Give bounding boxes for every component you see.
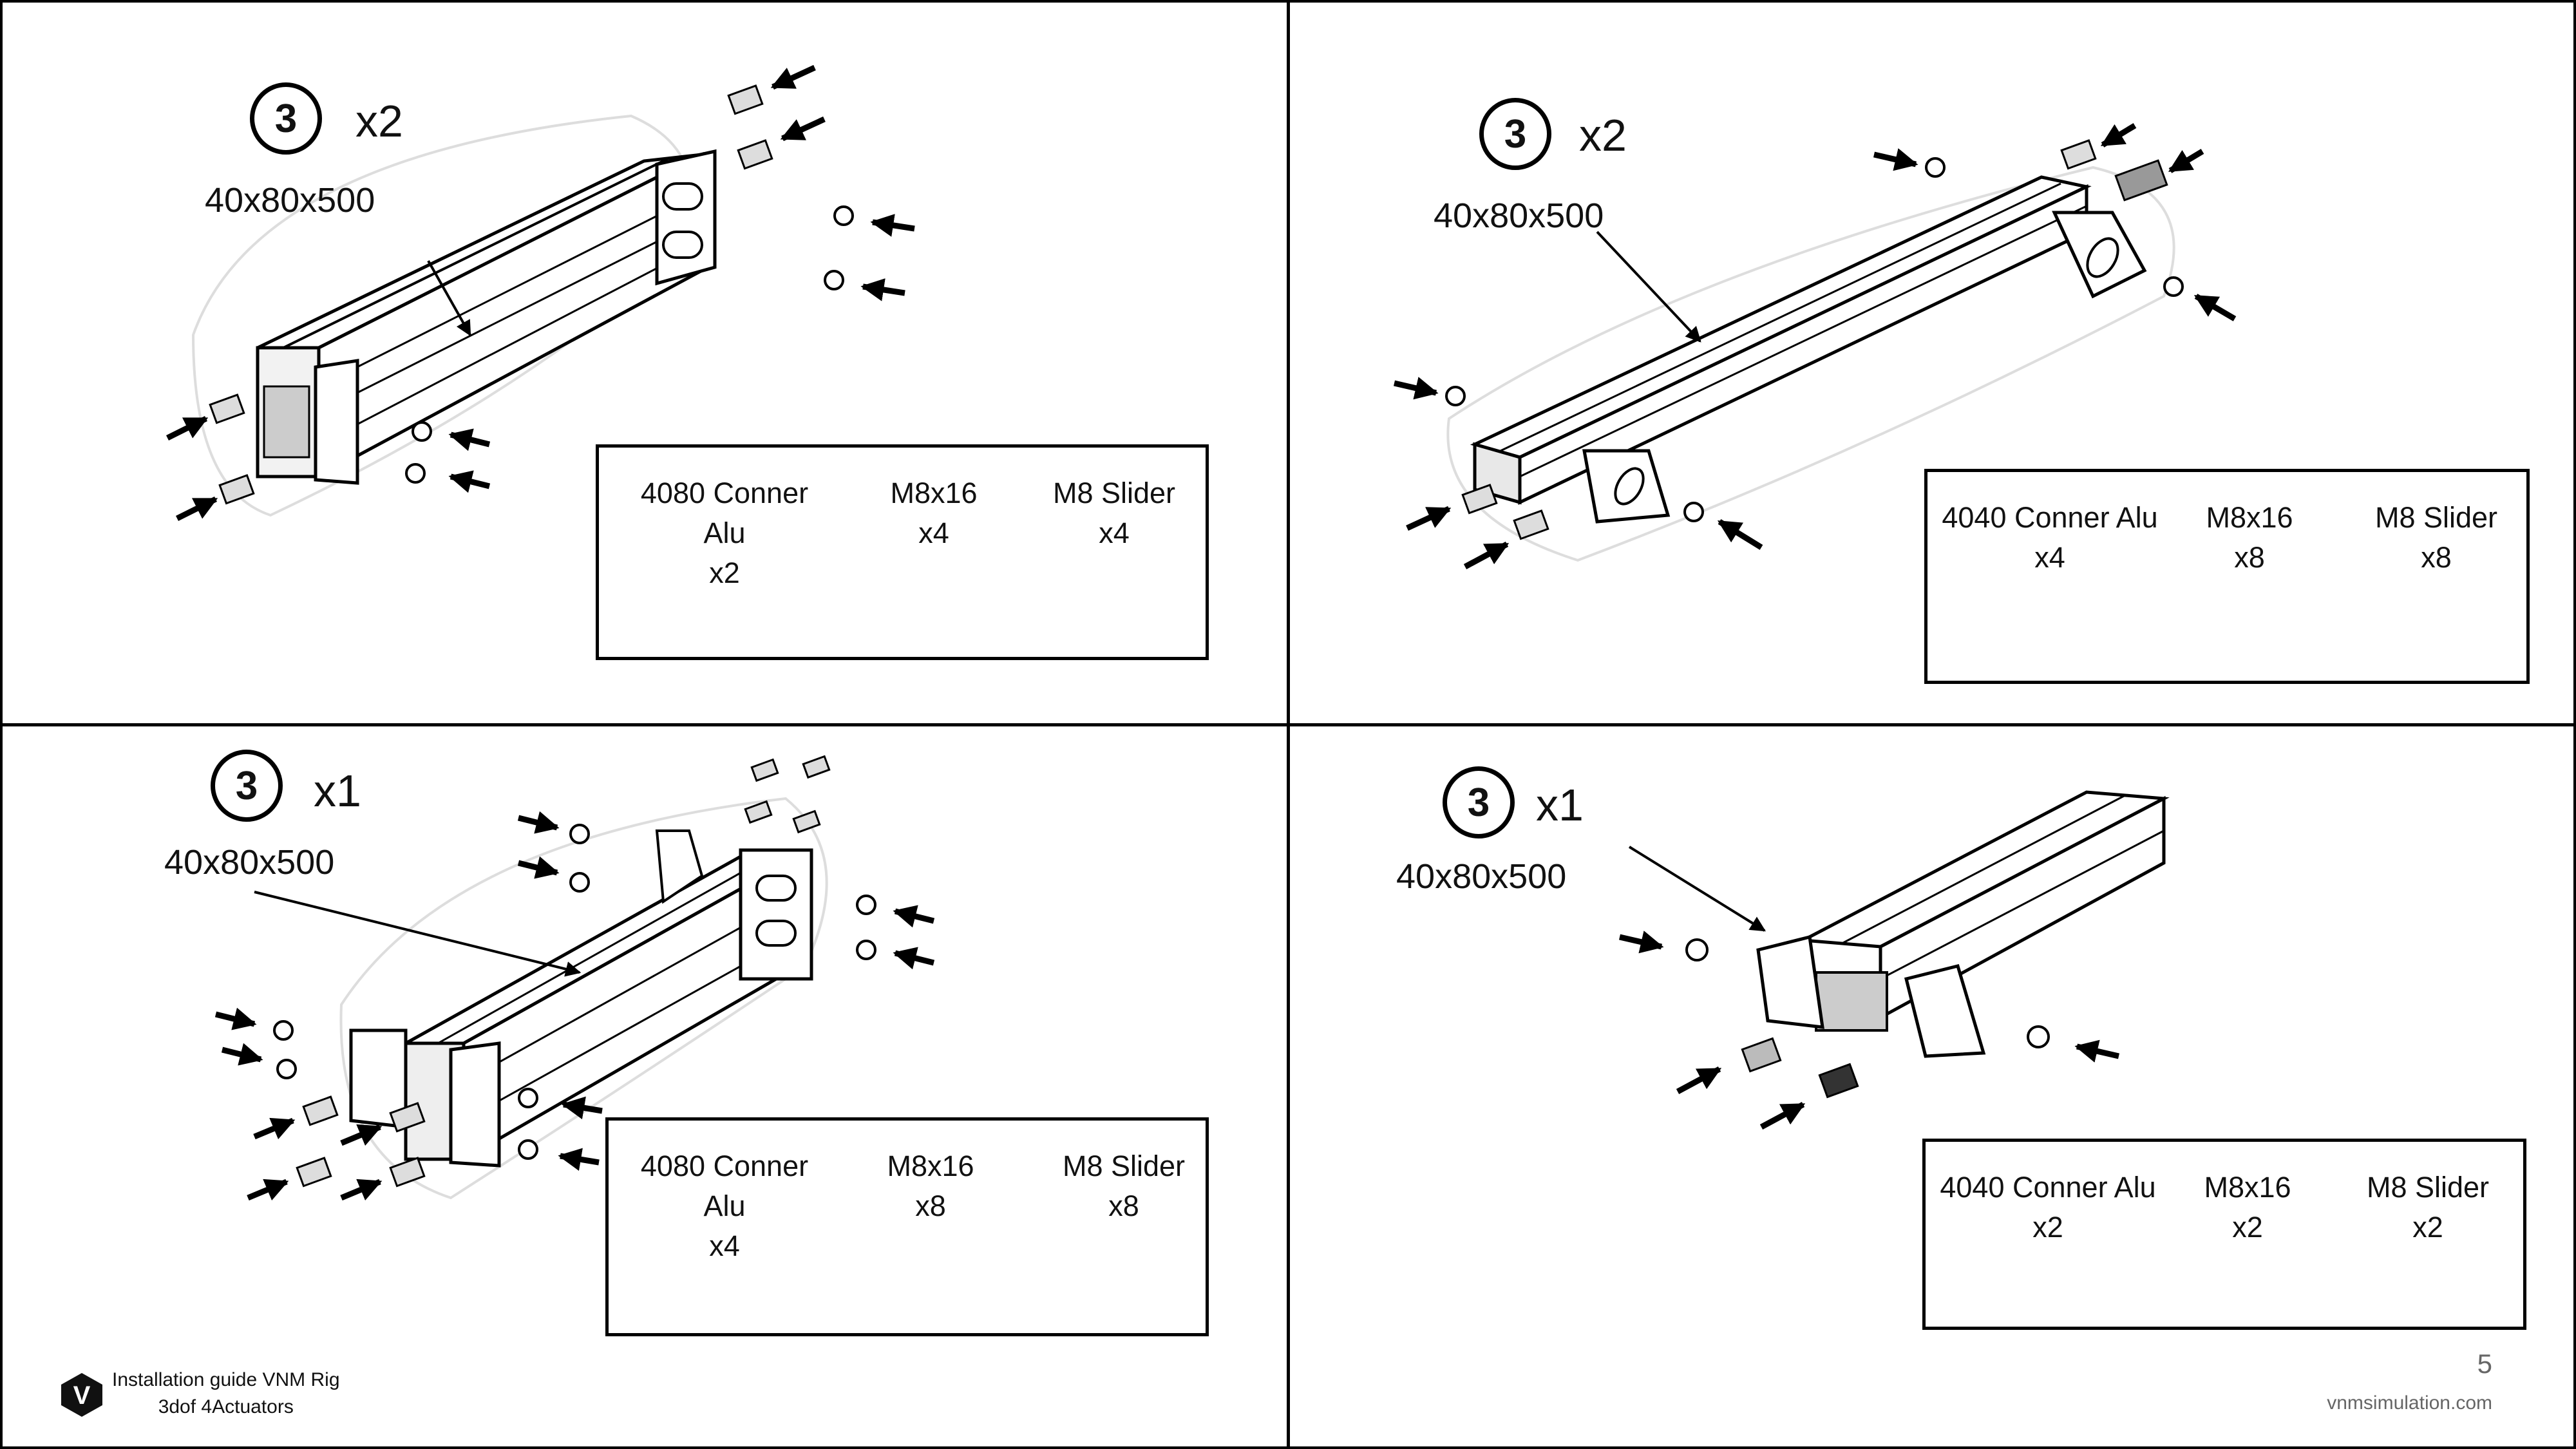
profile-dimension: 40x80x500 [1434, 196, 1604, 235]
part-corner-bracket: 4080 Conner Alu x4 [640, 1150, 809, 1262]
panel4-drawing [1618, 790, 2170, 1130]
step-number-badge: 3 [1443, 766, 1515, 838]
step-number-badge: 3 [1479, 98, 1551, 170]
part-corner-bracket: 4040 Conner Alu x2 [1940, 1171, 2156, 1244]
footer-line1: Installation guide VNM Rig [112, 1369, 340, 1390]
quantity-multiplier: x1 [1536, 780, 1584, 830]
profile-dimension: 40x80x500 [1396, 857, 1567, 896]
parts-list-box: 4040 Conner Alu x4 M8x16 x8 M8 Slider x8 [1924, 469, 2530, 684]
quantity-multiplier: x2 [355, 96, 403, 146]
parts-list-box: 4080 Conner Alu x4 M8x16 x8 M8 Slider x8 [605, 1117, 1209, 1336]
profile-dimension: 40x80x500 [205, 181, 375, 220]
part-slider: M8 Slider x2 [2366, 1171, 2490, 1244]
parts-list-box: 4080 Conner Alu x2 M8x16 x4 M8 Slider x4 [596, 444, 1209, 660]
panel3-drawing [214, 755, 935, 1201]
part-slider: M8 Slider x8 [2374, 501, 2498, 574]
part-corner-bracket: 4040 Conner Alu x4 [1942, 501, 2158, 574]
footer-line2: 3dof 4Actuators [158, 1396, 294, 1417]
vnm-logo-icon: V [61, 1373, 102, 1417]
part-bolt: M8x16 x4 [890, 477, 978, 549]
part-bolt: M8x16 x8 [2206, 501, 2293, 574]
part-corner-bracket: 4080 Conner Alu x2 [640, 477, 809, 589]
part-bolt: M8x16 x8 [887, 1150, 974, 1222]
page-number: 5 [2477, 1349, 2492, 1379]
profile-dimension: 40x80x500 [164, 843, 335, 882]
step-number-badge: 3 [250, 82, 322, 155]
panel1-drawing [166, 64, 915, 522]
svg-text:V: V [73, 1381, 91, 1410]
quantity-multiplier: x2 [1579, 110, 1627, 160]
website-link[interactable]: vnmsimulation.com [2327, 1392, 2492, 1414]
panel2-drawing [1393, 123, 2237, 569]
part-slider: M8 Slider x4 [1052, 477, 1176, 549]
horizontal-divider [0, 723, 2576, 726]
quantity-multiplier: x1 [314, 766, 361, 816]
parts-list-box: 4040 Conner Alu x2 M8x16 x2 M8 Slider x2 [1922, 1139, 2526, 1330]
footer-title: Installation guide VNM Rig 3dof 4Actuato… [112, 1367, 340, 1421]
step-number-badge: 3 [211, 750, 283, 822]
part-slider: M8 Slider x8 [1062, 1150, 1186, 1222]
part-bolt: M8x16 x2 [2204, 1171, 2291, 1244]
